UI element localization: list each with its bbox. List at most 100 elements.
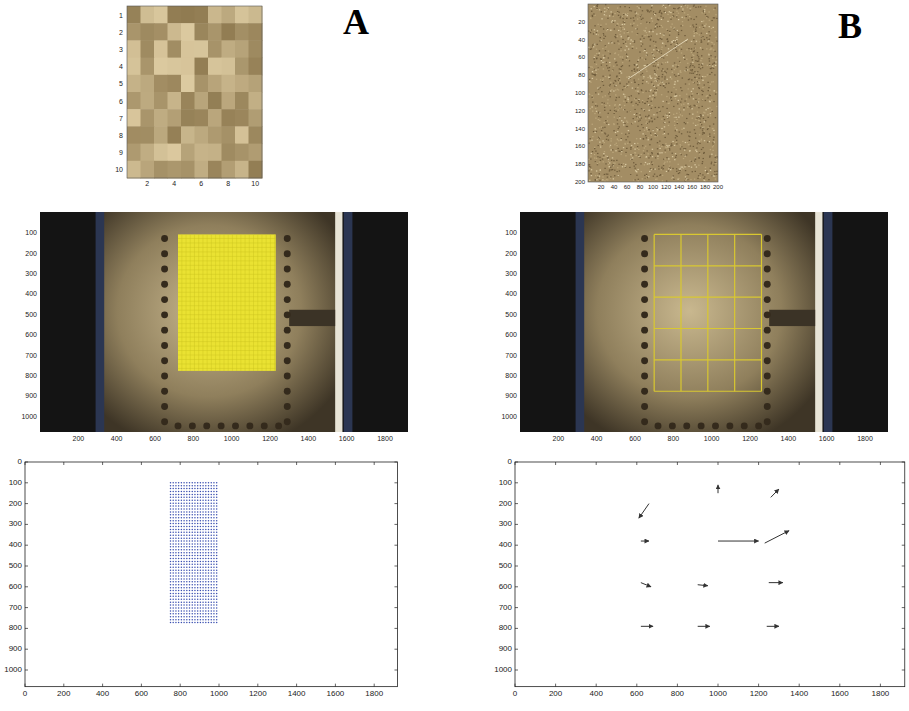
sand-grain	[594, 74, 595, 75]
sand-grain	[680, 146, 681, 147]
sand-grain	[642, 133, 643, 134]
sand-grain	[658, 19, 659, 20]
sand-grain	[612, 164, 613, 165]
sand-grain	[634, 40, 635, 41]
sand-grain	[615, 100, 616, 101]
sand-grain	[635, 15, 636, 16]
sand-grain	[662, 101, 663, 102]
sand-grain	[647, 131, 648, 132]
sand-grain	[693, 51, 694, 52]
sand-grain	[697, 52, 698, 53]
sand-grain	[710, 84, 711, 85]
sand-grain	[671, 41, 672, 42]
sand-grain	[705, 180, 706, 181]
sand-grain	[656, 112, 657, 113]
patch-cell	[181, 161, 195, 179]
sand-grain	[591, 140, 592, 141]
sand-grain	[713, 164, 714, 165]
sand-grain	[634, 114, 635, 115]
sand-grain	[598, 88, 599, 89]
sand-grain	[681, 133, 682, 134]
sand-grain	[598, 137, 599, 138]
sand-grain	[684, 55, 685, 56]
sand-grain	[657, 155, 658, 156]
sand-grain	[644, 103, 645, 104]
sand-grain	[609, 162, 610, 163]
sand-grain	[655, 134, 656, 135]
sand-grain	[702, 99, 703, 100]
sand-grain	[636, 171, 637, 172]
sand-grain	[662, 62, 663, 63]
patch-cell	[127, 40, 141, 58]
patch-cell	[127, 92, 141, 110]
sand-grain	[630, 159, 631, 160]
sand-grain	[707, 65, 708, 66]
sand-grain	[670, 168, 671, 169]
wall-hole	[161, 281, 168, 288]
sand-grain	[631, 31, 632, 32]
sand-grain	[692, 24, 693, 25]
sand-grain	[601, 91, 602, 92]
sand-grain	[644, 35, 645, 36]
sand-grain	[694, 105, 695, 106]
sand-grain	[634, 168, 635, 169]
patch-cell	[249, 23, 263, 41]
sand-grain	[635, 100, 636, 101]
sand-grain	[646, 32, 647, 33]
sand-grain	[691, 91, 692, 92]
sand-grain	[710, 68, 711, 69]
sand-grain	[588, 164, 589, 165]
patch-cell	[195, 161, 209, 179]
sand-grain	[637, 33, 638, 34]
sand-grain	[658, 62, 659, 63]
sand-grain	[671, 27, 672, 28]
sand-grain	[693, 82, 694, 83]
sand-grain	[608, 158, 609, 159]
sand-grain	[640, 74, 641, 75]
sand-grain	[712, 150, 713, 151]
sand-grain	[616, 143, 617, 144]
sand-grain	[703, 158, 704, 159]
sand-grain	[608, 166, 609, 167]
sand-grain	[664, 126, 665, 127]
sand-grain	[642, 35, 643, 36]
sand-grain	[646, 129, 647, 130]
sand-grain	[699, 83, 700, 84]
sand-grain	[614, 13, 615, 14]
sand-grain	[712, 64, 713, 65]
sand-grain	[668, 149, 669, 150]
sand-grain	[608, 77, 609, 78]
sand-grain	[700, 68, 701, 69]
sand-grain	[675, 67, 676, 68]
sand-grain	[652, 130, 653, 131]
sand-grain	[606, 65, 607, 66]
sand-grain	[646, 175, 647, 176]
sand-grain	[618, 54, 619, 55]
sand-grain	[684, 100, 685, 101]
grid-line	[178, 359, 276, 360]
patch-cell	[168, 23, 182, 41]
sand-grain	[613, 16, 614, 17]
sand-grain	[675, 117, 676, 118]
sand-grain	[614, 105, 615, 106]
sand-grain	[659, 51, 660, 52]
sand-grain	[616, 25, 617, 26]
sand-grain	[621, 138, 622, 139]
sand-grain	[703, 133, 704, 134]
sand-grain	[661, 146, 662, 147]
sand-grain	[606, 10, 607, 11]
sand-grain	[607, 28, 608, 29]
sand-grain	[616, 160, 617, 161]
sand-grain	[693, 31, 694, 32]
sand-grain	[602, 144, 603, 145]
sand-grain	[601, 64, 602, 65]
sand-grain	[612, 165, 613, 166]
sand-grain	[673, 8, 674, 9]
sand-grain	[648, 36, 649, 37]
sand-grain	[597, 139, 598, 140]
sand-grain	[705, 170, 706, 171]
sand-grain	[595, 105, 596, 106]
sand-grain	[716, 18, 717, 19]
sand-grain	[689, 150, 690, 151]
sand-grain	[680, 62, 681, 63]
